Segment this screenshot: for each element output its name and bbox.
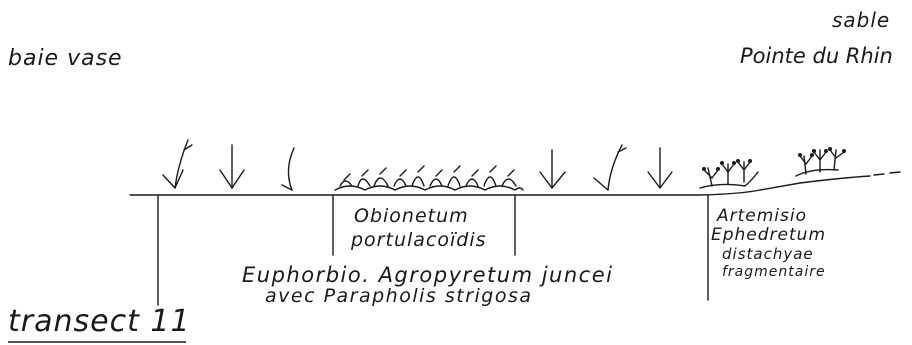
- label-euphorbio-agropyretum: Euphorbio. Agropyretum juncei: [242, 263, 613, 287]
- obione-cluster: [335, 166, 523, 190]
- label-obionetum: Obionetum: [354, 205, 469, 227]
- label-portulacoidis: portulacoïdis: [351, 229, 487, 251]
- label-pointe-du-rhin: Pointe du Rhin: [740, 44, 893, 68]
- label-distachyae: distachyae: [722, 245, 814, 263]
- agropyron-plant-2: [220, 145, 244, 188]
- label-sable: sable: [832, 8, 890, 32]
- label-baie-vase: baie vase: [8, 46, 123, 71]
- agropyron-plant-3: [282, 148, 294, 190]
- label-transect: transect 11: [8, 304, 191, 339]
- agropyron-plant-4: [540, 150, 565, 188]
- label-avec-parapholis: avec Parapholis strigosa: [265, 285, 533, 307]
- label-ephedretum: Ephedretum: [711, 225, 826, 245]
- ground-dash-1: [874, 174, 884, 175]
- agropyron-plant-6: [648, 148, 672, 188]
- ephedra-shrub-2: [796, 150, 844, 176]
- agropyron-plant-5: [594, 145, 626, 190]
- ephedra-shrub-1: [700, 162, 758, 188]
- agropyron-plant-1: [163, 140, 192, 188]
- label-artemisio: Artemisio: [717, 206, 807, 226]
- label-fragmentaire: fragmentaire: [722, 264, 826, 280]
- shrub-tip-dots: [702, 147, 846, 171]
- ground-dash-2: [890, 172, 900, 173]
